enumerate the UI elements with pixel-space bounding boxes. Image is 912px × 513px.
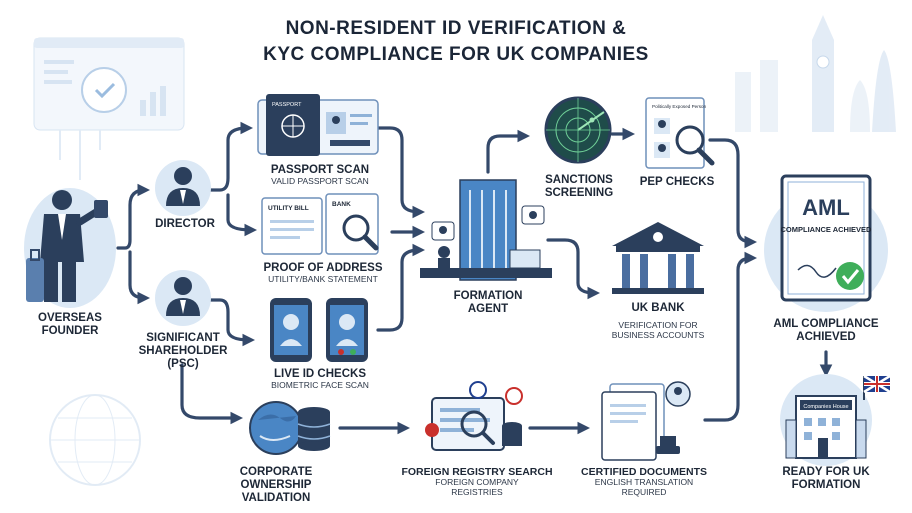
bank-statement-label: BANK bbox=[332, 201, 351, 208]
aml-cert-heading: AML bbox=[802, 195, 850, 220]
formation-agent-illustration bbox=[420, 179, 552, 281]
certified-documents-illustration bbox=[601, 381, 691, 461]
uk-bank-label: UK BANK VERIFICATION FOR BUSINESS ACCOUN… bbox=[598, 302, 718, 341]
certified-subtitle: ENGLISH TRANSLATION REQUIRED bbox=[594, 477, 694, 497]
companies-house-illustration: Companies House bbox=[780, 374, 891, 466]
passport-card-label: PASSPORT bbox=[272, 102, 302, 108]
live-id-label: LIVE ID CHECKS BIOMETRIC FACE SCAN bbox=[250, 368, 390, 391]
director-illustration bbox=[155, 160, 211, 216]
corporate-title: CORPORATE OWNERSHIP VALIDATION bbox=[239, 466, 313, 505]
companies-house-sign: Companies House bbox=[803, 404, 848, 410]
certified-title: CERTIFIED DOCUMENTS bbox=[581, 466, 707, 478]
pep-illustration: Politically Exposed Person bbox=[645, 97, 715, 169]
psc-illustration bbox=[155, 270, 211, 326]
live-id-title: LIVE ID CHECKS bbox=[273, 368, 366, 380]
formation-agent-label: FORMATION AGENT bbox=[440, 290, 536, 316]
address-title: PROOF OF ADDRESS bbox=[263, 262, 383, 274]
aml-cert-subheading: COMPLIANCE ACHIEVED bbox=[781, 225, 873, 234]
globe-decoration bbox=[49, 394, 141, 486]
director-label: DIRECTOR bbox=[140, 218, 230, 231]
page-title-line-1: NON-RESIDENT ID VERIFICATION & bbox=[285, 18, 627, 39]
registry-title: FOREIGN REGISTRY SEARCH bbox=[401, 466, 553, 478]
formation-agent-title: FORMATION AGENT bbox=[453, 290, 523, 316]
live-id-subtitle: BIOMETRIC FACE SCAN bbox=[271, 380, 369, 391]
corporate-label: CORPORATE OWNERSHIP VALIDATION bbox=[206, 466, 346, 506]
address-label: PROOF OF ADDRESS UTILITY/BANK STATEMENT bbox=[248, 262, 398, 285]
london-skyline-decoration bbox=[735, 15, 896, 132]
aml-achieved-title: AML COMPLIANCE ACHIEVED bbox=[773, 318, 879, 344]
psc-title: SIGNIFICANT SHAREHOLDER (PSC) bbox=[138, 332, 228, 371]
founder-title: OVERSEAS FOUNDER bbox=[38, 312, 102, 338]
passport-label: PASSPORT SCAN VALID PASSPORT SCAN bbox=[250, 164, 390, 187]
utility-bill-label: UTILITY BILL bbox=[268, 205, 309, 212]
passport-subtitle: VALID PASSPORT SCAN bbox=[271, 176, 369, 187]
corporate-ownership-illustration bbox=[249, 401, 331, 455]
live-id-illustration bbox=[270, 298, 368, 362]
uk-bank-title: UK BANK bbox=[631, 302, 685, 314]
dashboard-decoration bbox=[33, 37, 185, 180]
aml-certificate-illustration: AML COMPLIANCE ACHIEVED bbox=[764, 174, 888, 312]
ready-title: READY FOR UK FORMATION bbox=[782, 466, 870, 492]
sanctions-title: SANCTIONS SCREENING bbox=[544, 174, 614, 200]
foreign-registry-illustration bbox=[425, 381, 523, 451]
sanctions-radar-illustration bbox=[544, 96, 612, 164]
registry-label: FOREIGN REGISTRY SEARCH FOREIGN COMPANY … bbox=[392, 466, 562, 498]
pep-card-label: Politically Exposed Person bbox=[652, 104, 707, 109]
registry-subtitle: FOREIGN COMPANY REGISTRIES bbox=[435, 477, 519, 497]
overseas-founder-illustration bbox=[24, 188, 116, 308]
page-title-line-2: KYC COMPLIANCE FOR UK COMPANIES bbox=[263, 44, 649, 65]
uk-bank-illustration bbox=[612, 222, 704, 294]
passport-title: PASSPORT SCAN bbox=[270, 164, 370, 176]
psc-label: SIGNIFICANT SHAREHOLDER (PSC) bbox=[128, 332, 238, 372]
pep-title: PEP CHECKS bbox=[639, 176, 715, 188]
founder-label: OVERSEAS FOUNDER bbox=[15, 312, 125, 338]
certified-label: CERTIFIED DOCUMENTS ENGLISH TRANSLATION … bbox=[574, 466, 714, 498]
aml-achieved-label: AML COMPLIANCE ACHIEVED bbox=[766, 318, 886, 344]
address-subtitle: UTILITY/BANK STATEMENT bbox=[268, 274, 378, 285]
passport-illustration: PASSPORT bbox=[257, 94, 379, 156]
proof-of-address-illustration: UTILITY BILL BANK bbox=[261, 193, 379, 255]
uk-bank-subtitle: VERIFICATION FOR BUSINESS ACCOUNTS bbox=[611, 320, 705, 340]
sanctions-label: SANCTIONS SCREENING bbox=[534, 174, 624, 200]
director-title: DIRECTOR bbox=[155, 218, 215, 230]
pep-label: PEP CHECKS bbox=[632, 176, 722, 189]
ready-label: READY FOR UK FORMATION bbox=[776, 466, 876, 492]
flow-connectors bbox=[116, 121, 833, 435]
